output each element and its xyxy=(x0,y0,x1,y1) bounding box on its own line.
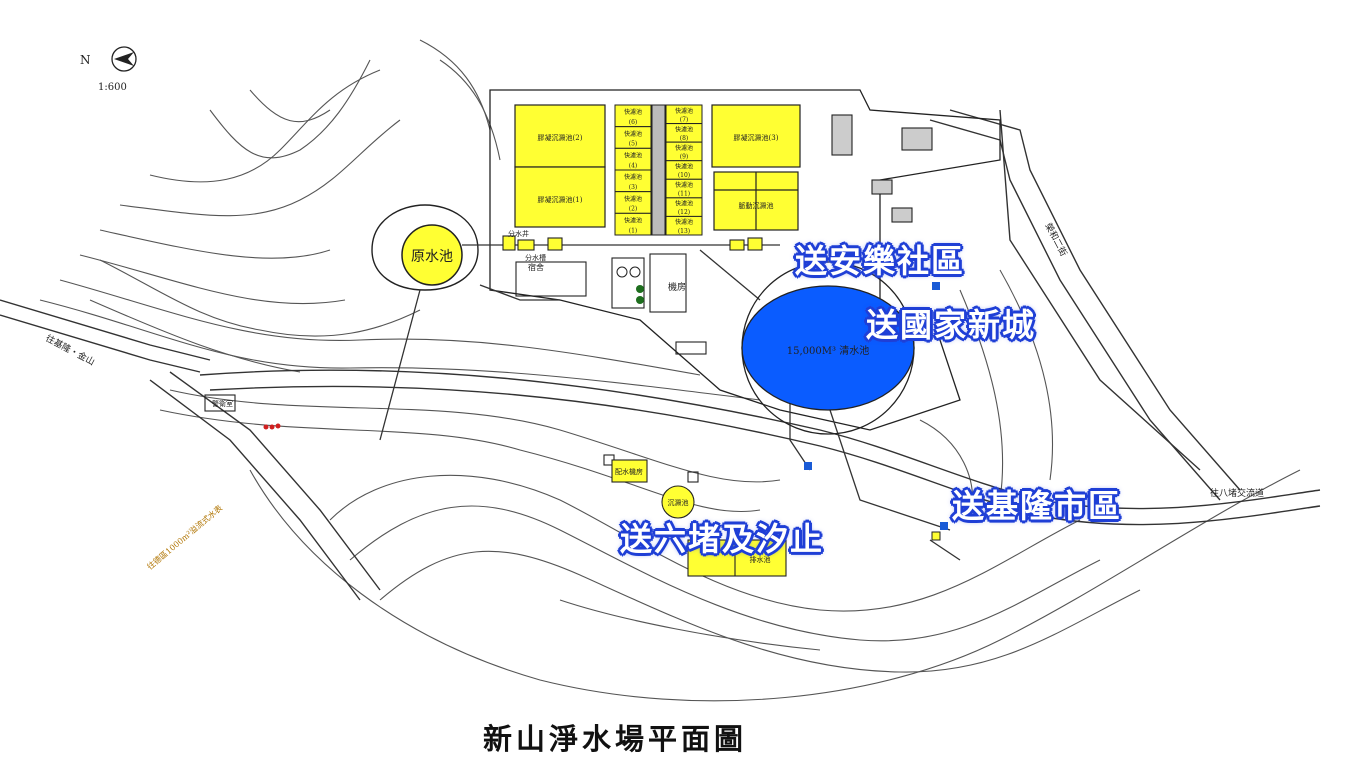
filter-bed-number: (10) xyxy=(678,172,690,179)
contour-lines xyxy=(39,39,1301,702)
filter-bed-label: 快濾池 xyxy=(624,216,642,224)
settling-basin-3-label: 膠凝沉澱池(3) xyxy=(734,133,779,142)
filter-bed-number: (7) xyxy=(680,116,689,123)
filter-bed-label: 快濾池 xyxy=(675,144,693,152)
filter-bed xyxy=(614,212,652,236)
machine-building-label: 機房 xyxy=(668,281,686,293)
roads xyxy=(0,109,1321,601)
filter-bed-label: 快濾池 xyxy=(624,151,642,159)
filter-bed-number: (3) xyxy=(629,184,638,191)
filter-bed-number: (13) xyxy=(678,228,690,235)
scale-label: 1:600 xyxy=(98,82,127,93)
guard-label: 警衛室 xyxy=(212,399,233,408)
pulsator-basin-label: 脈動沉澱池 xyxy=(739,201,774,210)
filter-bed xyxy=(665,215,703,236)
distribution-well xyxy=(502,235,763,251)
filter-bed-label: 快濾池 xyxy=(624,195,642,203)
clear-water-tank-label: 15,000M³ 清水池 xyxy=(787,344,869,357)
filter-bed-number: (11) xyxy=(678,191,690,198)
filter-beds: 快濾池(6)快濾池(5)快濾池(4)快濾池(3)快濾池(2)快濾池(1)快濾池(… xyxy=(614,104,703,236)
settling-basin-3 xyxy=(711,104,801,168)
filter-bed-label: 快濾池 xyxy=(624,173,642,181)
settling-basins xyxy=(514,104,801,231)
road-left-label: 往基隆・金山 xyxy=(44,332,97,368)
filter-bed-label: 快濾池 xyxy=(675,181,693,189)
green-tanks xyxy=(616,266,644,304)
settling-basin-2 xyxy=(514,104,606,168)
filter-bed-label: 快濾池 xyxy=(624,130,642,138)
distribution-tank-label: 分水槽 xyxy=(525,253,546,262)
destination-anle: 送安樂社區 xyxy=(795,242,966,280)
filter-bed-label: 快濾池 xyxy=(675,125,693,133)
filter-bed-number: (9) xyxy=(680,153,689,160)
filter-bed-number: (1) xyxy=(629,227,638,234)
distribution-well-label: 分水井 xyxy=(508,229,529,238)
small-pond-label: 沉澱池 xyxy=(668,498,689,507)
filter-bed-label: 快濾池 xyxy=(675,218,693,226)
north-arrow: N xyxy=(80,46,137,72)
north-label: N xyxy=(80,53,91,67)
filter-gallery xyxy=(651,104,666,236)
filter-bed-number: (2) xyxy=(629,206,638,213)
settling-basin-1-label: 膠凝沉澱池(1) xyxy=(538,195,583,204)
filter-bed-label: 快濾池 xyxy=(624,108,642,116)
red-dots xyxy=(263,423,281,430)
plant-boundary xyxy=(489,89,1001,431)
map-title: 新山淨水場平面圖 xyxy=(483,722,748,756)
lower-structures xyxy=(611,459,787,577)
filter-bed-label: 快濾池 xyxy=(675,200,693,208)
filter-bed-number: (6) xyxy=(629,119,638,126)
clear-water-tank: 15,000M³ 清水池 xyxy=(741,261,915,435)
road-right-label: 往八堵交流道 xyxy=(1210,487,1264,499)
filter-bed-number: (8) xyxy=(680,135,689,142)
lower-pond-label: 排水池 xyxy=(750,555,771,564)
settling-basin-1 xyxy=(514,166,606,228)
destination-liudu-xizhi: 送六堵及汐止 xyxy=(620,520,825,558)
settling-basin-2-label: 膠凝沉澱池(2) xyxy=(538,133,583,142)
filter-bed-label: 快濾池 xyxy=(675,163,693,171)
filter-bed-number: (5) xyxy=(629,141,638,148)
valve-markers xyxy=(804,282,948,541)
raw-water-pond-label: 原水池 xyxy=(411,249,453,265)
pipes xyxy=(379,244,961,561)
filter-bed-label: 快濾池 xyxy=(675,107,693,115)
buildings xyxy=(204,114,933,483)
destination-keelung: 送基隆市區 xyxy=(952,487,1123,525)
pump-room-label: 配水機房 xyxy=(615,467,643,476)
filter-bed-number: (4) xyxy=(629,162,638,169)
filter-bed-number: (12) xyxy=(678,209,690,216)
road-bottom-left-label: 往德區1000m²溢流式水表 xyxy=(145,503,224,572)
raw-water-pond: 原水池 xyxy=(371,204,479,291)
destination-guojia-xincheng: 送國家新城 xyxy=(866,306,1037,344)
dorm-label: 宿舍 xyxy=(528,262,544,272)
